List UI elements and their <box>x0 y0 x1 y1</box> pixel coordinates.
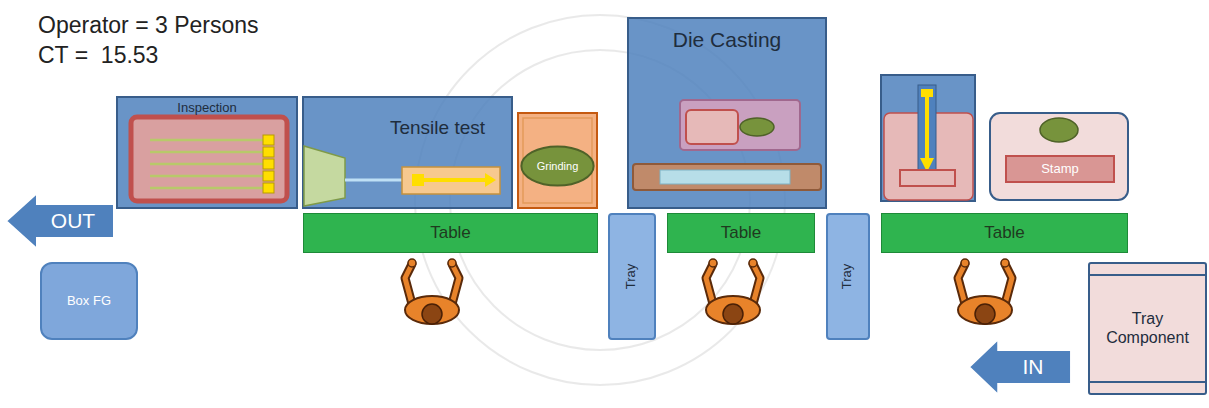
node-label: Table <box>430 223 471 243</box>
arrow-outline <box>968 338 1072 396</box>
tray-bar: Tray <box>826 213 870 340</box>
node-label: Box FG <box>67 294 111 309</box>
flow-arrow: IN <box>968 338 1072 396</box>
note-text: CT = 15.53 <box>38 42 158 69</box>
flow-arrow: OUT <box>5 192 115 250</box>
node-label: OUT <box>51 209 95 233</box>
tray-bar: Tray <box>608 213 656 340</box>
node-label: Tray <box>841 264 856 290</box>
station-box: Die Casting <box>628 18 826 208</box>
node-label: Inspection <box>177 101 236 116</box>
bin-box: Box FG <box>40 262 138 340</box>
node-label: Stamp <box>1041 162 1079 177</box>
table-bar: Table <box>881 213 1128 253</box>
station-box: Inspection <box>117 97 297 208</box>
table-bar: Table <box>667 213 815 253</box>
node-label: Grinding <box>537 160 579 173</box>
node-label: Tensile test <box>390 117 485 139</box>
node-label: Tray <box>625 264 640 290</box>
node-label: Table <box>721 223 762 243</box>
node-label: IN <box>1023 355 1044 379</box>
machine-box: Stamp <box>1005 155 1115 183</box>
table-bar: Table <box>303 213 598 253</box>
note-text: Operator = 3 Persons <box>38 12 259 39</box>
node-label: Tray Component <box>1092 310 1203 347</box>
node-label: Table <box>984 223 1025 243</box>
machine-ellipse: Grinding <box>520 145 595 187</box>
node-label: Die Casting <box>673 28 782 52</box>
station-box: Tensile test <box>303 97 512 208</box>
bin-box: Tray Component <box>1088 262 1207 395</box>
